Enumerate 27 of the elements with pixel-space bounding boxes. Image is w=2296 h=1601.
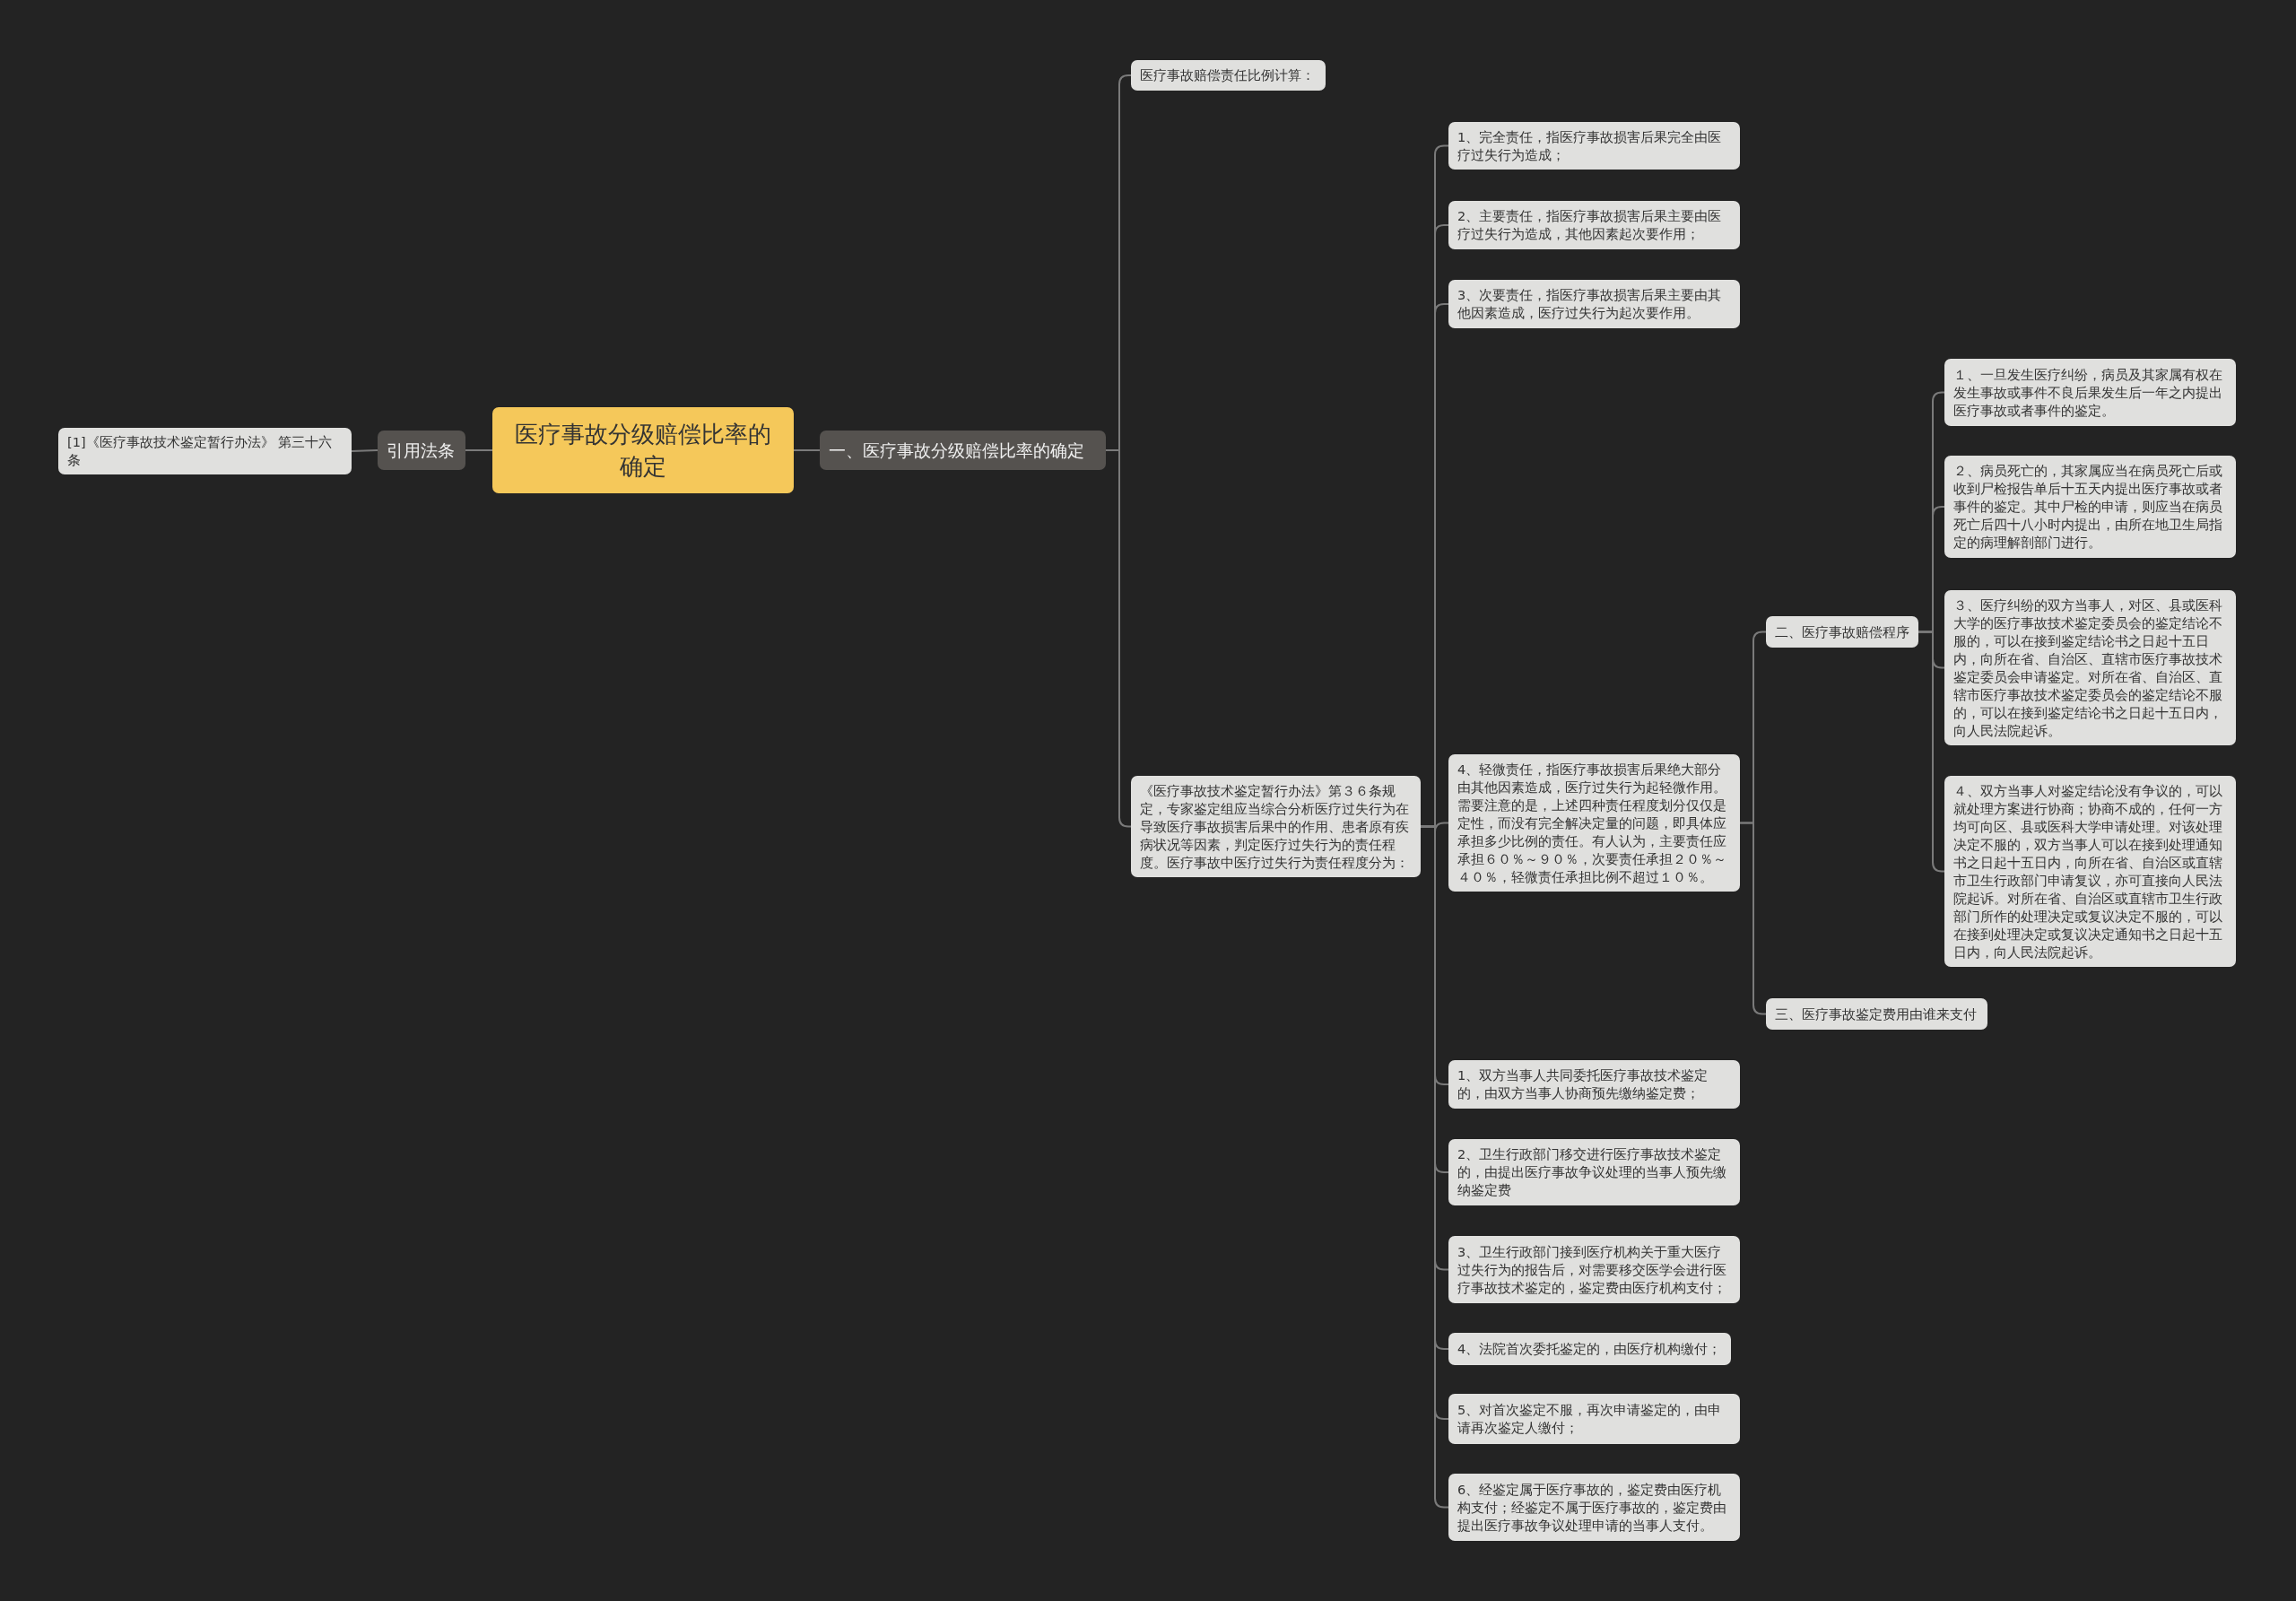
topic-box: [1]《医疗事故技术鉴定暂行办法》 第三十六条: [58, 428, 352, 474]
topic-box: 医疗事故赔偿责任比例计算：: [1131, 60, 1326, 91]
topic-box: 6、经鉴定属于医疗事故的，鉴定费由医疗机构支付；经鉴定不属于医疗事故的，鉴定费由提出医疗事故争议处理申请的当事人支付。: [1448, 1474, 1740, 1541]
topic-box: 2、主要责任，指医疗事故损害后果主要由医疗过失行为造成，其他因素起次要作用；: [1448, 201, 1740, 249]
topic-box: 一、医疗事故分级赔偿比率的确定: [820, 431, 1106, 470]
topic-box: 4、轻微责任，指医疗事故损害后果绝大部分由其他因素造成，医疗过失行为起轻微作用。需要注意的是，上述四种责任程度划分仅仅是定性，而没有完全解决定量的问题，即具体应承担多少比例的责任。有人认为，主要责任应承担６０％～９０％，次要责任承担２０％～４０％，轻微责任承担比例不超过１０％。: [1448, 754, 1740, 892]
topic-box: 3、次要责任，指医疗事故损害后果主要由其他因素造成，医疗过失行为起次要作用。: [1448, 280, 1740, 328]
topic-box: ４、双方当事人对鉴定结论没有争议的，可以就处理方案进行协商；协商不成的，任何一方均可向区、县或医科大学申请处理。对该处理决定不服的，双方当事人可以在接到处理通知书之日起十五日内，向所在省、自治区或直辖市卫生行政部门申请复议，亦可直接向人民法院起诉。对所在省、自治区或直辖市卫生行政部门所作的处理决定或复议决定不服的，可以在接到处理决定或复议决定通知书之日起十五日内，向人民法院起诉。: [1944, 776, 2236, 967]
connector-line: [793, 449, 821, 451]
topic-box: 2、卫生行政部门移交进行医疗事故技术鉴定的，由提出医疗事故争议处理的当事人预先缴纳鉴定费: [1448, 1139, 1740, 1205]
topic-box: 三、医疗事故鉴定费用由谁来支付: [1766, 998, 1987, 1030]
topic-box: ２、病员死亡的，其家属应当在病员死亡后或收到尸检报告单后十五天内提出医疗事故或者事件的鉴定。其中尸检的申请，则应当在病员死亡后四十八小时内提出，由所在地卫生局指定的病理解剖部门进行。: [1944, 456, 2236, 558]
central-topic: 医疗事故分级赔偿比率的确定: [492, 407, 794, 493]
topic-box: 1、完全责任，指医疗事故损害后果完全由医疗过失行为造成；: [1448, 122, 1740, 170]
topic-box: 《医疗事故技术鉴定暂行办法》第３６条规定，专家鉴定组应当综合分析医疗过失行为在导致医疗事故损害后果中的作用、患者原有疾病状况等因素，判定医疗过失行为的责任程度。医疗事故中医疗过失行为责任程度分为：: [1131, 776, 1421, 877]
topic-box: 4、法院首次委托鉴定的，由医疗机构缴付；: [1448, 1333, 1731, 1365]
topic-box: 5、对首次鉴定不服，再次申请鉴定的，由申请再次鉴定人缴付；: [1448, 1394, 1740, 1444]
connector-line: [351, 449, 378, 452]
topic-box: 引用法条: [378, 431, 465, 470]
connector-line: [465, 449, 493, 451]
topic-box: 1、双方当事人共同委托医疗事故技术鉴定的，由双方当事人协商预先缴纳鉴定费；: [1448, 1060, 1740, 1109]
topic-box: ３、医疗纠纷的双方当事人，对区、县或医科大学的医疗事故技术鉴定委员会的鉴定结论不服的，可以在接到鉴定结论书之日起十五日内，向所在省、自治区、直辖市医疗事故技术鉴定委员会申请鉴定。对所在省、自治区、直辖市医疗事故技术鉴定委员会的鉴定结论不服的，可以在接到鉴定结论书之日起十五日内，向人民法院起诉。: [1944, 590, 2236, 745]
topic-box: １、一旦发生医疗纠纷，病员及其家属有权在发生事故或事件不良后果发生后一年之内提出医疗事故或者事件的鉴定。: [1944, 359, 2236, 426]
topic-box: 二、医疗事故赔偿程序: [1766, 616, 1918, 648]
topic-box: 3、卫生行政部门接到医疗机构关于重大医疗过失行为的报告后，对需要移交医学会进行医疗事故技术鉴定的，鉴定费由医疗机构支付；: [1448, 1236, 1740, 1303]
connector-line: [1739, 822, 1767, 1015]
connector-line: [1918, 631, 1945, 873]
